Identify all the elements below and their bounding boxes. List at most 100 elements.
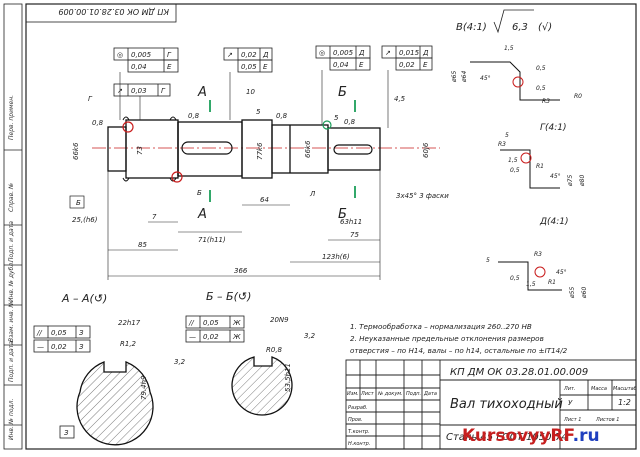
tol-base-9: Е <box>423 61 428 69</box>
len-2: 85 <box>138 241 147 249</box>
bb-tol2-sym: — <box>189 333 196 341</box>
detail-g-n2: 5 <box>505 132 509 139</box>
detail-g-title: Г(4:1) <box>540 123 567 133</box>
detail-v-n6: 45° <box>480 75 491 82</box>
detail-g-n4: 0,5 <box>510 167 520 174</box>
diam-5: 60j6 <box>422 142 430 158</box>
detail-d-n4: 5 <box>486 257 490 264</box>
dim-w3: 5 <box>256 108 261 116</box>
section-aa-drawing <box>76 361 154 446</box>
detail-d-n8: 45° <box>556 269 567 276</box>
kf-3: Л <box>309 190 316 198</box>
bb-dim-1: 20N9 <box>270 316 289 324</box>
detail-g-n5: R1 <box>536 163 544 170</box>
section-a-label-bottom: А <box>197 207 207 222</box>
tol-val-1: 0,005 <box>131 51 152 59</box>
tol-val-9: 0,02 <box>399 61 415 69</box>
tb-scale: 1:2 <box>618 398 631 407</box>
finish-check-icon <box>493 9 534 34</box>
top-stamp-text: КП ДМ ОК 03.28.01.00.009 <box>58 7 169 16</box>
section-aa-tolerance <box>33 325 91 439</box>
tol-sym-6: ◎ <box>319 49 325 57</box>
len-6: 123h(6) <box>322 253 350 261</box>
finish-mark: 6,3 <box>512 22 528 33</box>
bb-dim-2: R0,8 <box>266 346 283 354</box>
finish-note: (√) <box>538 22 552 33</box>
shaft-step-6 <box>327 127 381 171</box>
tb-col-2: Лист <box>360 391 375 397</box>
tb-scale-label: Масштаб <box>613 386 637 392</box>
tol-base-7: Е <box>359 61 364 69</box>
tb-name: Вал тихоходный <box>450 397 563 412</box>
tb-role-1: Разраб. <box>348 405 368 411</box>
tb-role-3: Т.контр. <box>348 429 370 435</box>
section-bb-tolerance <box>185 315 245 343</box>
watermark-tld: .ru <box>572 426 600 446</box>
section-b-label-top: Б <box>338 85 347 100</box>
aa-tol1-val: 0,05 <box>51 329 67 337</box>
diam-2: 73 <box>136 146 144 155</box>
dim-w5: 63h11 <box>340 218 362 226</box>
diam-1: 66k6 <box>72 142 80 160</box>
tol-sym-4: ↗ <box>227 51 233 59</box>
tolerance-frames <box>113 45 433 97</box>
watermark-logo[interactable]: KursovyyRF.ru <box>462 426 600 446</box>
aa-tol2-base: З <box>79 343 84 351</box>
tol-base-3: Г <box>161 87 166 95</box>
tb-material: Сталь 45 ГОСТ 1050-74 <box>446 432 568 443</box>
section-b-label-bottom: Б <box>338 207 347 222</box>
bb-tol2-base: Ж <box>232 333 241 341</box>
dim-w2: 4,5 <box>394 95 406 103</box>
bb-dim-4: 53.5h11 <box>284 363 292 392</box>
title-block <box>345 359 637 450</box>
bb-dim-3: 3,2 <box>304 332 316 340</box>
side-label-3: Подп. и дата <box>8 221 15 262</box>
tol-base-6: Д <box>358 49 365 57</box>
note-3: отверстия – по H14, валы – по h14, остал… <box>350 346 568 355</box>
tb-col-5: Дата <box>423 391 437 397</box>
detail-marker-v <box>122 121 134 133</box>
tb-sheet: Лист 1 <box>563 417 581 423</box>
tol-base-5: Е <box>263 63 268 71</box>
diam-4: 66k6 <box>304 140 312 158</box>
detail-marker-g <box>171 171 183 183</box>
tol-flat: 25,(h6) <box>72 216 98 224</box>
detail-d <box>498 261 562 291</box>
tol-val-8: 0,015 <box>399 49 420 57</box>
kf-4: Б <box>76 199 81 207</box>
aa-dim-4: 79.4h9 <box>140 375 148 400</box>
tb-mass: Масса <box>591 386 607 392</box>
bb-tol2-val: 0,02 <box>203 333 219 341</box>
shaft-step-5 <box>271 124 329 174</box>
kf-1: Г <box>88 95 93 103</box>
len-1: 7 <box>152 213 157 221</box>
watermark-brand: KursovyyRF <box>462 426 573 446</box>
detail-d-n7: ø60 <box>581 287 588 299</box>
detail-d-n2: 0,5 <box>510 275 520 282</box>
detail-d-n5: R1 <box>548 279 556 286</box>
shaft-step-2 <box>125 119 179 179</box>
tol-base-8: Д <box>422 49 429 57</box>
tol-base-4: Д <box>262 51 269 59</box>
tb-sheets: Листов 1 <box>595 417 619 423</box>
tol-sym-8: ↗ <box>385 49 391 57</box>
detail-v-n3: 0,5 <box>536 85 546 92</box>
tol-val-6: 0,005 <box>333 49 354 57</box>
side-label-5: Взам. инв. № <box>8 301 15 342</box>
aa-dim-3: 3,2 <box>174 358 186 366</box>
detail-d-n1: R3 <box>534 251 542 258</box>
aa-tol2-val: 0,02 <box>51 343 67 351</box>
finish-label: В(4:1) <box>456 22 487 33</box>
detail-v <box>470 61 560 101</box>
detail-d-n6: ø55 <box>569 287 576 299</box>
kf-2: Б <box>197 189 202 197</box>
ra-4: 0,8 <box>344 118 356 126</box>
detail-v-n5: R0 <box>574 93 582 100</box>
len-5: 75 <box>350 231 359 239</box>
aa-tol1-base: З <box>79 329 84 337</box>
detail-marker-d <box>322 120 332 130</box>
bb-tol1-sym: // <box>188 319 194 327</box>
detail-d-n3: 1,5 <box>526 281 536 288</box>
detail-g-n3: 1,5 <box>508 157 518 164</box>
